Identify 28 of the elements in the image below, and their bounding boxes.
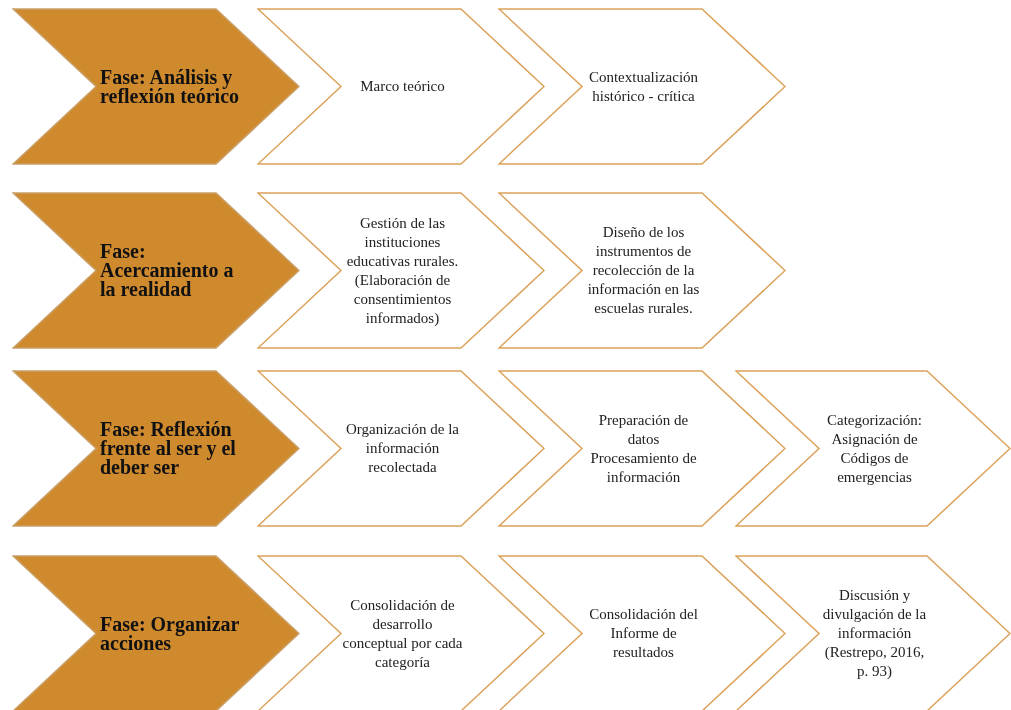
step-banner xyxy=(735,370,1011,527)
phase-title: Fase: Acercamiento a la realidad xyxy=(100,242,235,299)
step-banner xyxy=(498,370,786,527)
phase-banner xyxy=(12,192,300,349)
step-label: Categorización: Asignación de Códigos de emergencias xyxy=(826,410,923,487)
step-label: Organización de la información recolectada xyxy=(345,420,460,477)
step-label: Diseño de los instrumentos de recolección de la información en las escuelas rurales. xyxy=(586,223,701,318)
phase-banner xyxy=(12,8,300,165)
phase-title: Fase: Análisis y reflexión teórico xyxy=(100,67,240,106)
phase-banner xyxy=(12,370,300,527)
step-label: Consolidación de desarrollo conceptual por cada categoría xyxy=(341,595,464,672)
step-banner xyxy=(498,8,786,165)
phase-title: Fase: Reflexión frente al ser y el deber ser xyxy=(100,420,237,477)
phase-title: Fase: Organizar acciones xyxy=(100,614,241,653)
phase-banner xyxy=(12,555,300,710)
step-label: Consolidación del Informe de resultados xyxy=(588,605,699,662)
step-banner xyxy=(498,555,786,710)
step-label: Discusión y divulgación de la información (Restrepo, 2016, p. 93) xyxy=(821,586,928,681)
step-label: Gestión de las instituciones educativas rurales. (Elaboración de consentimientos informados) xyxy=(345,213,460,328)
step-banner xyxy=(498,192,786,349)
step-banner xyxy=(735,555,1011,710)
step-banner xyxy=(257,370,545,527)
step-banner xyxy=(257,555,545,710)
step-banner xyxy=(257,8,545,165)
step-label: Preparación de datos Procesamiento de información xyxy=(589,410,698,487)
step-label: Contextualización histórico - crítica xyxy=(587,67,700,106)
step-label: Marco teórico xyxy=(360,77,445,96)
step-banner xyxy=(257,192,545,349)
